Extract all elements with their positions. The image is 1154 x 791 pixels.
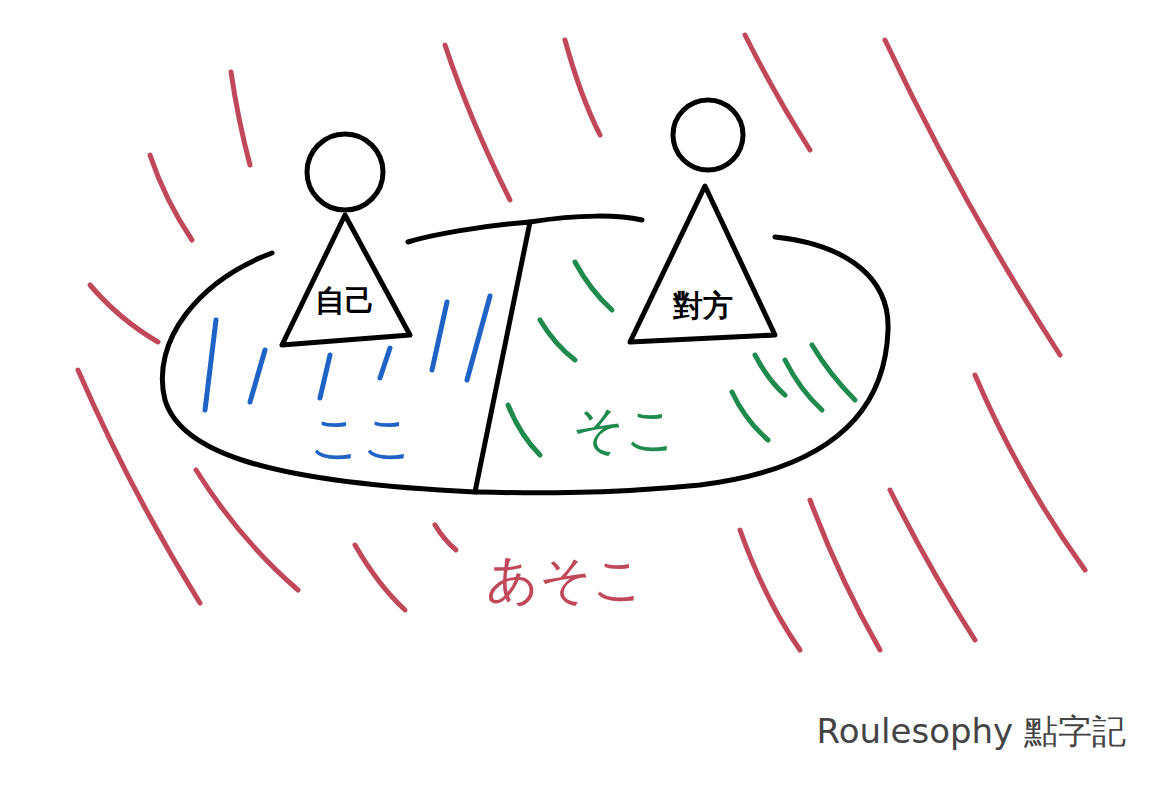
person-triangle-outline xyxy=(272,205,417,350)
person-triangle: 自己 xyxy=(272,205,417,350)
near-region-outline xyxy=(470,205,900,505)
near-other-hatch xyxy=(508,262,855,455)
person-triangle-outline xyxy=(622,178,782,348)
node-text: そこ xyxy=(572,401,678,458)
person-heads xyxy=(307,100,743,210)
watermark: Roulesophy 點字記 xyxy=(817,713,1126,750)
node-text: 自己 xyxy=(315,284,375,317)
node-text: ここ xyxy=(309,409,415,466)
person-triangle: 對方 xyxy=(622,178,782,348)
far-hatch xyxy=(78,35,1085,650)
near-region: ここ xyxy=(150,210,540,505)
far-region-label: あそこ xyxy=(486,551,645,608)
node-text: 對方 xyxy=(673,289,733,322)
near-region: そこ xyxy=(470,205,900,505)
